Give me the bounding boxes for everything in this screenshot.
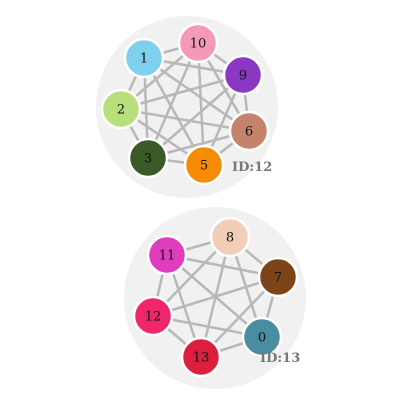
node-9[interactable]: 9 bbox=[222, 54, 264, 96]
node-1[interactable]: 1 bbox=[123, 37, 165, 79]
node-label: 11 bbox=[159, 249, 176, 264]
node-circle[interactable] bbox=[100, 88, 142, 130]
node-label: 0 bbox=[258, 331, 266, 346]
node-label: 10 bbox=[190, 37, 207, 52]
node-circle[interactable] bbox=[146, 234, 188, 276]
node-circle[interactable] bbox=[222, 54, 264, 96]
node-circle[interactable] bbox=[180, 336, 222, 378]
node-label: 12 bbox=[145, 310, 162, 325]
node-label: 2 bbox=[117, 103, 125, 118]
node-12[interactable]: 12 bbox=[132, 295, 174, 337]
node-circle[interactable] bbox=[177, 22, 219, 64]
node-10[interactable]: 10 bbox=[177, 22, 219, 64]
node-7[interactable]: 7 bbox=[257, 256, 299, 298]
node-5[interactable]: 5 bbox=[183, 144, 225, 186]
edge-10-5 bbox=[196, 41, 206, 167]
node-11[interactable]: 11 bbox=[146, 234, 188, 276]
node-label: 3 bbox=[144, 152, 152, 167]
node-2[interactable]: 2 bbox=[100, 88, 142, 130]
node-circle[interactable] bbox=[228, 110, 270, 152]
node-circle[interactable] bbox=[257, 256, 299, 298]
node-0[interactable]: 0 bbox=[241, 316, 283, 358]
edge-5-1 bbox=[142, 56, 206, 167]
node-label: 1 bbox=[140, 52, 148, 67]
node-circle[interactable] bbox=[241, 316, 283, 358]
node-circle[interactable] bbox=[123, 37, 165, 79]
edge-9-2 bbox=[119, 73, 245, 111]
edge-9-3 bbox=[146, 73, 245, 160]
edge-6-2 bbox=[119, 107, 251, 133]
cluster-12: 10 9 6 5 3 2 1ID:12 bbox=[96, 16, 278, 198]
node-3[interactable]: 3 bbox=[127, 137, 169, 179]
node-circle[interactable] bbox=[132, 295, 174, 337]
node-13[interactable]: 13 bbox=[180, 336, 222, 378]
cluster-id-label: ID:13 bbox=[260, 351, 300, 366]
cluster-id-label: ID:12 bbox=[232, 160, 272, 175]
edge-6-1 bbox=[142, 56, 251, 133]
node-circle[interactable] bbox=[127, 137, 169, 179]
node-label: 9 bbox=[239, 69, 247, 84]
node-8[interactable]: 8 bbox=[209, 216, 251, 258]
node-label: 6 bbox=[245, 125, 253, 140]
node-circle[interactable] bbox=[183, 144, 225, 186]
node-6[interactable]: 6 bbox=[228, 110, 270, 152]
node-circle[interactable] bbox=[209, 216, 251, 258]
edge-0-11 bbox=[165, 253, 264, 339]
node-label: 5 bbox=[200, 159, 208, 174]
node-label: 8 bbox=[226, 231, 234, 246]
node-label: 13 bbox=[193, 351, 210, 366]
node-label: 7 bbox=[274, 271, 282, 286]
edge-10-3 bbox=[146, 41, 200, 160]
